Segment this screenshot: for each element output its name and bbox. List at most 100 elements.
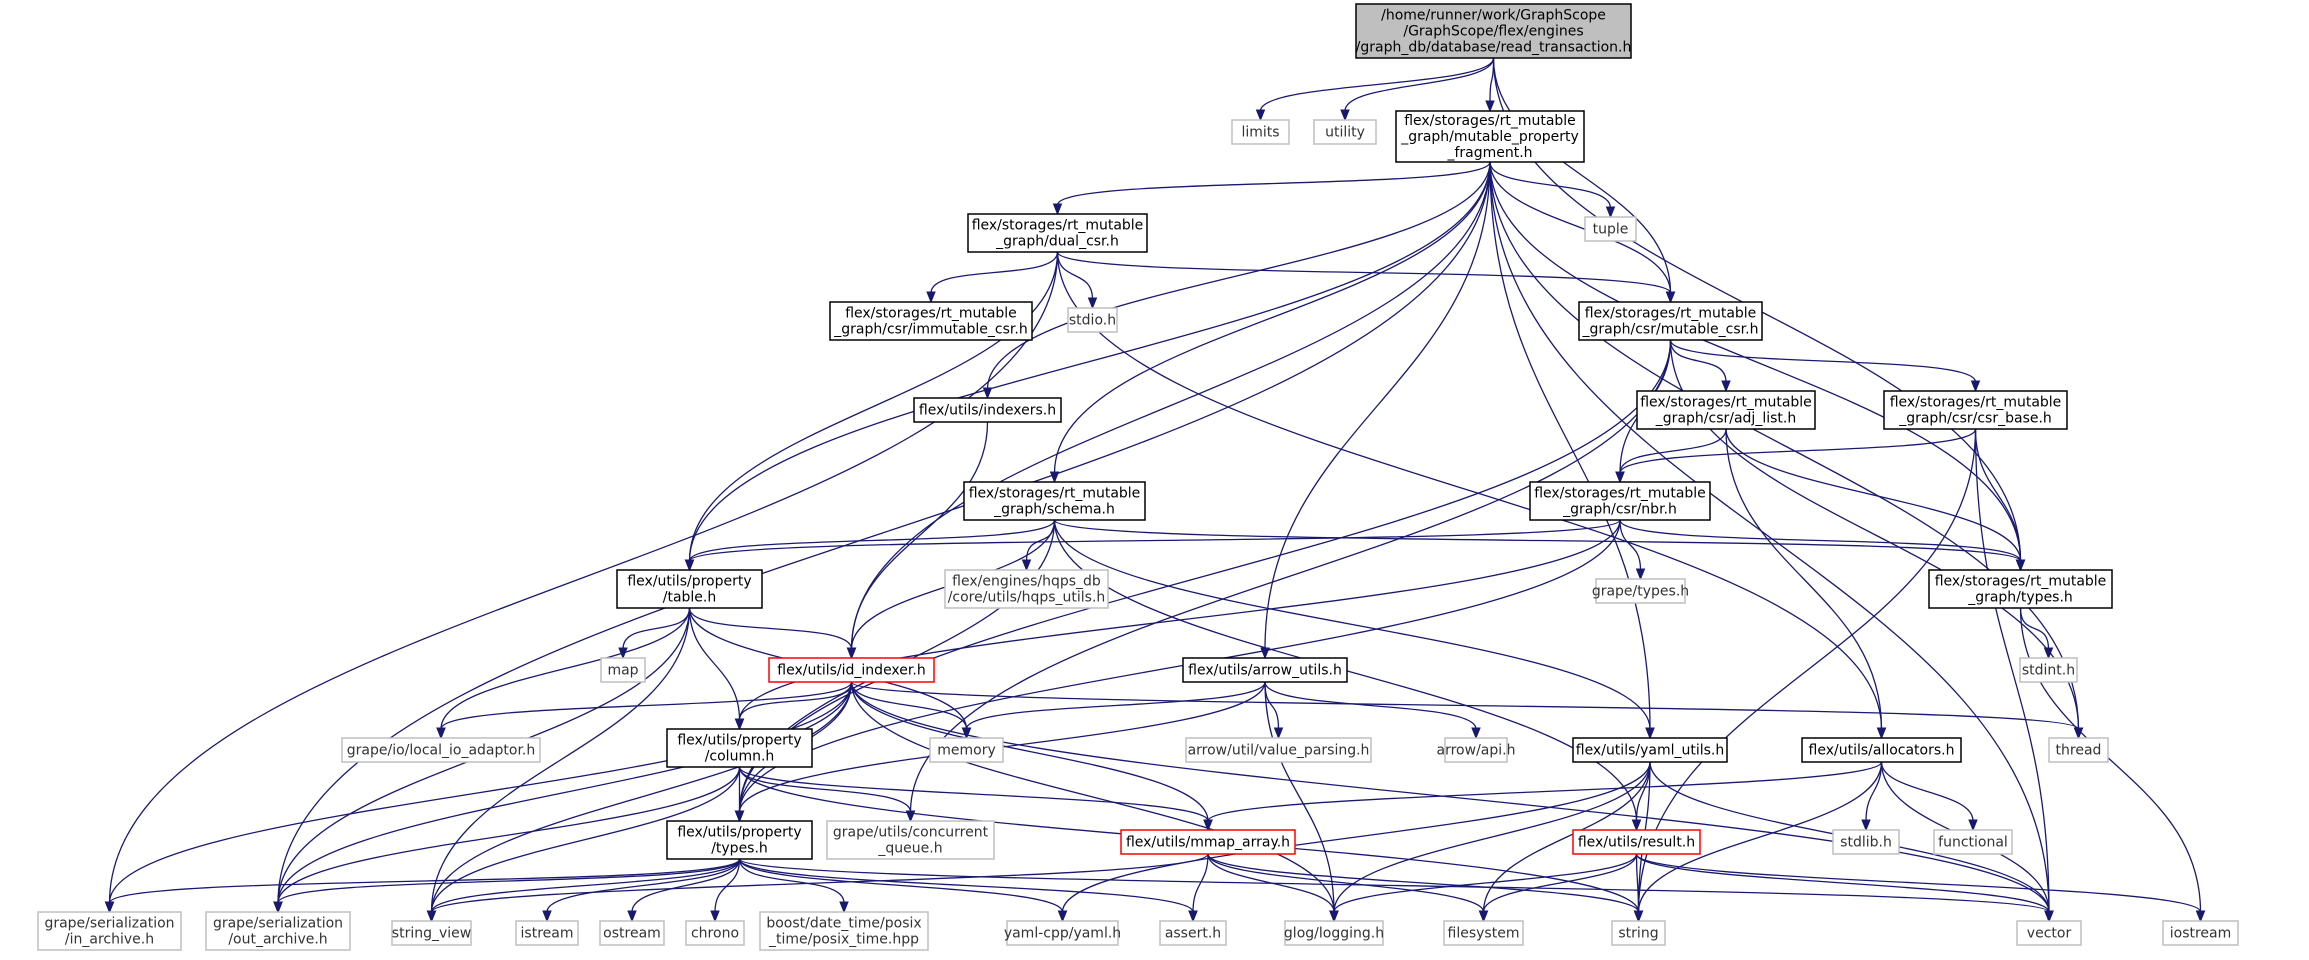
node-box xyxy=(759,911,929,951)
node-label-line: map xyxy=(607,663,638,679)
edge-line xyxy=(430,853,1209,913)
node-istream: istream xyxy=(515,920,579,946)
node-label-line: flex/storages/rt_mutable xyxy=(1404,113,1576,129)
node-box xyxy=(1611,920,1666,946)
node-label-line: flex/storages/rt_mutable xyxy=(969,486,1141,502)
node-box xyxy=(1006,920,1119,946)
edge-schema-to-yaml_utils xyxy=(1053,519,1655,740)
edge-line xyxy=(688,519,1056,562)
node-chrono: chrono xyxy=(685,920,745,946)
edge-line xyxy=(430,766,741,913)
node-table[interactable]: flex/utils/property/table.h xyxy=(616,569,763,609)
edge-line xyxy=(1725,428,1883,730)
edge-prop_types-to-yaml_cpp xyxy=(738,858,1068,923)
edge-line xyxy=(1207,853,1485,913)
node-result[interactable]: flex/utils/result.h xyxy=(1572,829,1701,855)
node-posix_time: boost/date_time/posix_time/posix_time.hp… xyxy=(759,911,929,951)
node-immutable_csr[interactable]: flex/storages/rt_mutable_graph/csr/immut… xyxy=(829,301,1033,341)
edge-mpf-to-mutable_csr xyxy=(1489,161,1676,304)
node-root[interactable]: /home/runner/work/GraphScope/GraphScope/… xyxy=(1355,3,1632,59)
node-schema[interactable]: flex/storages/rt_mutable_graph/schema.h xyxy=(963,481,1146,521)
node-box xyxy=(944,569,1109,609)
edge-root-to-utility xyxy=(1340,57,1495,122)
node-label-line: memory xyxy=(937,743,996,759)
arrowhead-icon xyxy=(104,901,115,914)
arrowhead-icon xyxy=(1645,727,1655,740)
node-box xyxy=(1444,737,1508,763)
node-yaml_utils[interactable]: flex/utils/yaml_utils.h xyxy=(1572,737,1728,763)
node-hqps_utils: flex/engines/hqps_db/core/utils/hqps_uti… xyxy=(944,569,1109,609)
node-box xyxy=(341,737,541,763)
node-label-line: boost/date_time/posix xyxy=(766,916,921,932)
edge-line xyxy=(1056,251,1094,300)
node-label-line: /in_archive.h xyxy=(65,932,154,948)
node-nbr[interactable]: flex/storages/rt_mutable_graph/csr/nbr.h xyxy=(1529,481,1711,521)
edge-line xyxy=(1259,57,1495,112)
node-memory: memory xyxy=(929,737,1004,763)
node-box xyxy=(666,728,813,768)
edge-line xyxy=(1619,519,1642,571)
node-label-line: grape/io/local_io_adaptor.h xyxy=(347,743,535,759)
edge-line xyxy=(1489,161,2050,913)
node-limits: limits xyxy=(1231,119,1290,145)
node-label-line: /out_archive.h xyxy=(228,932,327,948)
edge-line xyxy=(850,681,2080,730)
edge-result-to-string xyxy=(1633,853,1644,923)
node-dual_csr[interactable]: flex/storages/rt_mutable_graph/dual_csr.… xyxy=(967,213,1148,253)
edge-line xyxy=(738,519,1621,721)
node-label-line: grape/serialization xyxy=(213,916,343,932)
edge-line xyxy=(108,681,853,904)
node-box xyxy=(600,657,646,683)
arrowhead-icon xyxy=(926,291,936,304)
edge-line xyxy=(1489,161,1651,730)
node-label-line: /types.h xyxy=(711,841,768,857)
arrowhead-icon xyxy=(627,910,637,923)
node-box xyxy=(2019,657,2078,683)
node-box xyxy=(37,911,182,951)
edge-line xyxy=(688,607,853,650)
node-label-line: flex/storages/rt_mutable xyxy=(1890,395,2062,411)
edge-mmap_array-to-string xyxy=(1207,853,1644,923)
node-box xyxy=(1801,737,1962,763)
node-indexers[interactable]: flex/utils/indexers.h xyxy=(913,397,1062,423)
arrowhead-icon xyxy=(1203,819,1213,832)
edge-line xyxy=(1489,161,1672,294)
node-box xyxy=(1313,119,1377,145)
node-box xyxy=(391,920,472,946)
arrowhead-icon xyxy=(1273,727,1284,740)
arrowhead-icon xyxy=(961,727,972,740)
edge-line xyxy=(546,858,741,913)
node-label-line: chrono xyxy=(691,926,739,942)
node-mpf[interactable]: flex/storages/rt_mutable_graph/mutable_p… xyxy=(1395,110,1585,163)
node-vector: vector xyxy=(2016,920,2082,946)
edge-line xyxy=(738,339,1672,813)
node-label-line: ostream xyxy=(603,926,661,942)
edge-arrow_utils-to-value_parsing xyxy=(1264,681,1284,740)
node-label-line: istream xyxy=(521,926,574,942)
arrowhead-icon xyxy=(1021,559,1032,572)
node-label-line: grape/utils/concurrent xyxy=(833,825,989,841)
arrowhead-icon xyxy=(710,910,720,923)
node-yaml_cpp: yaml-cpp/yaml.h xyxy=(1004,920,1121,946)
node-prop_types[interactable]: flex/utils/property/types.h xyxy=(666,820,813,860)
edge-line xyxy=(440,681,853,730)
node-in_archive: grape/serialization/in_archive.h xyxy=(37,911,182,951)
arrowhead-icon xyxy=(1721,380,1731,393)
node-csr_base[interactable]: flex/storages/rt_mutable_graph/csr/csr_b… xyxy=(1883,390,2068,430)
arrowhead-icon xyxy=(1968,819,1978,832)
node-box xyxy=(1584,216,1637,242)
edge-line xyxy=(1489,161,2022,562)
node-adj_list[interactable]: flex/storages/rt_mutable_graph/csr/adj_l… xyxy=(1636,390,1816,430)
node-column[interactable]: flex/utils/property/column.h xyxy=(666,728,813,768)
node-allocators[interactable]: flex/utils/allocators.h xyxy=(1801,737,1962,763)
node-arrow_utils[interactable]: flex/utils/arrow_utils.h xyxy=(1182,657,1348,683)
node-rm_types[interactable]: flex/storages/rt_mutable_graph/types.h xyxy=(1928,569,2113,609)
node-label-line: assert.h xyxy=(1165,926,1221,942)
edge-line xyxy=(1619,428,1977,474)
node-label-line: _time/posix_time.hpp xyxy=(768,932,919,948)
node-mutable_csr[interactable]: flex/storages/rt_mutable_graph/csr/mutab… xyxy=(1578,301,1763,341)
arrowhead-icon xyxy=(1057,910,1068,923)
node-mmap_array[interactable]: flex/utils/mmap_array.h xyxy=(1120,829,1296,855)
arrowhead-icon xyxy=(436,727,446,740)
node-id_indexer[interactable]: flex/utils/id_indexer.h xyxy=(768,657,935,683)
